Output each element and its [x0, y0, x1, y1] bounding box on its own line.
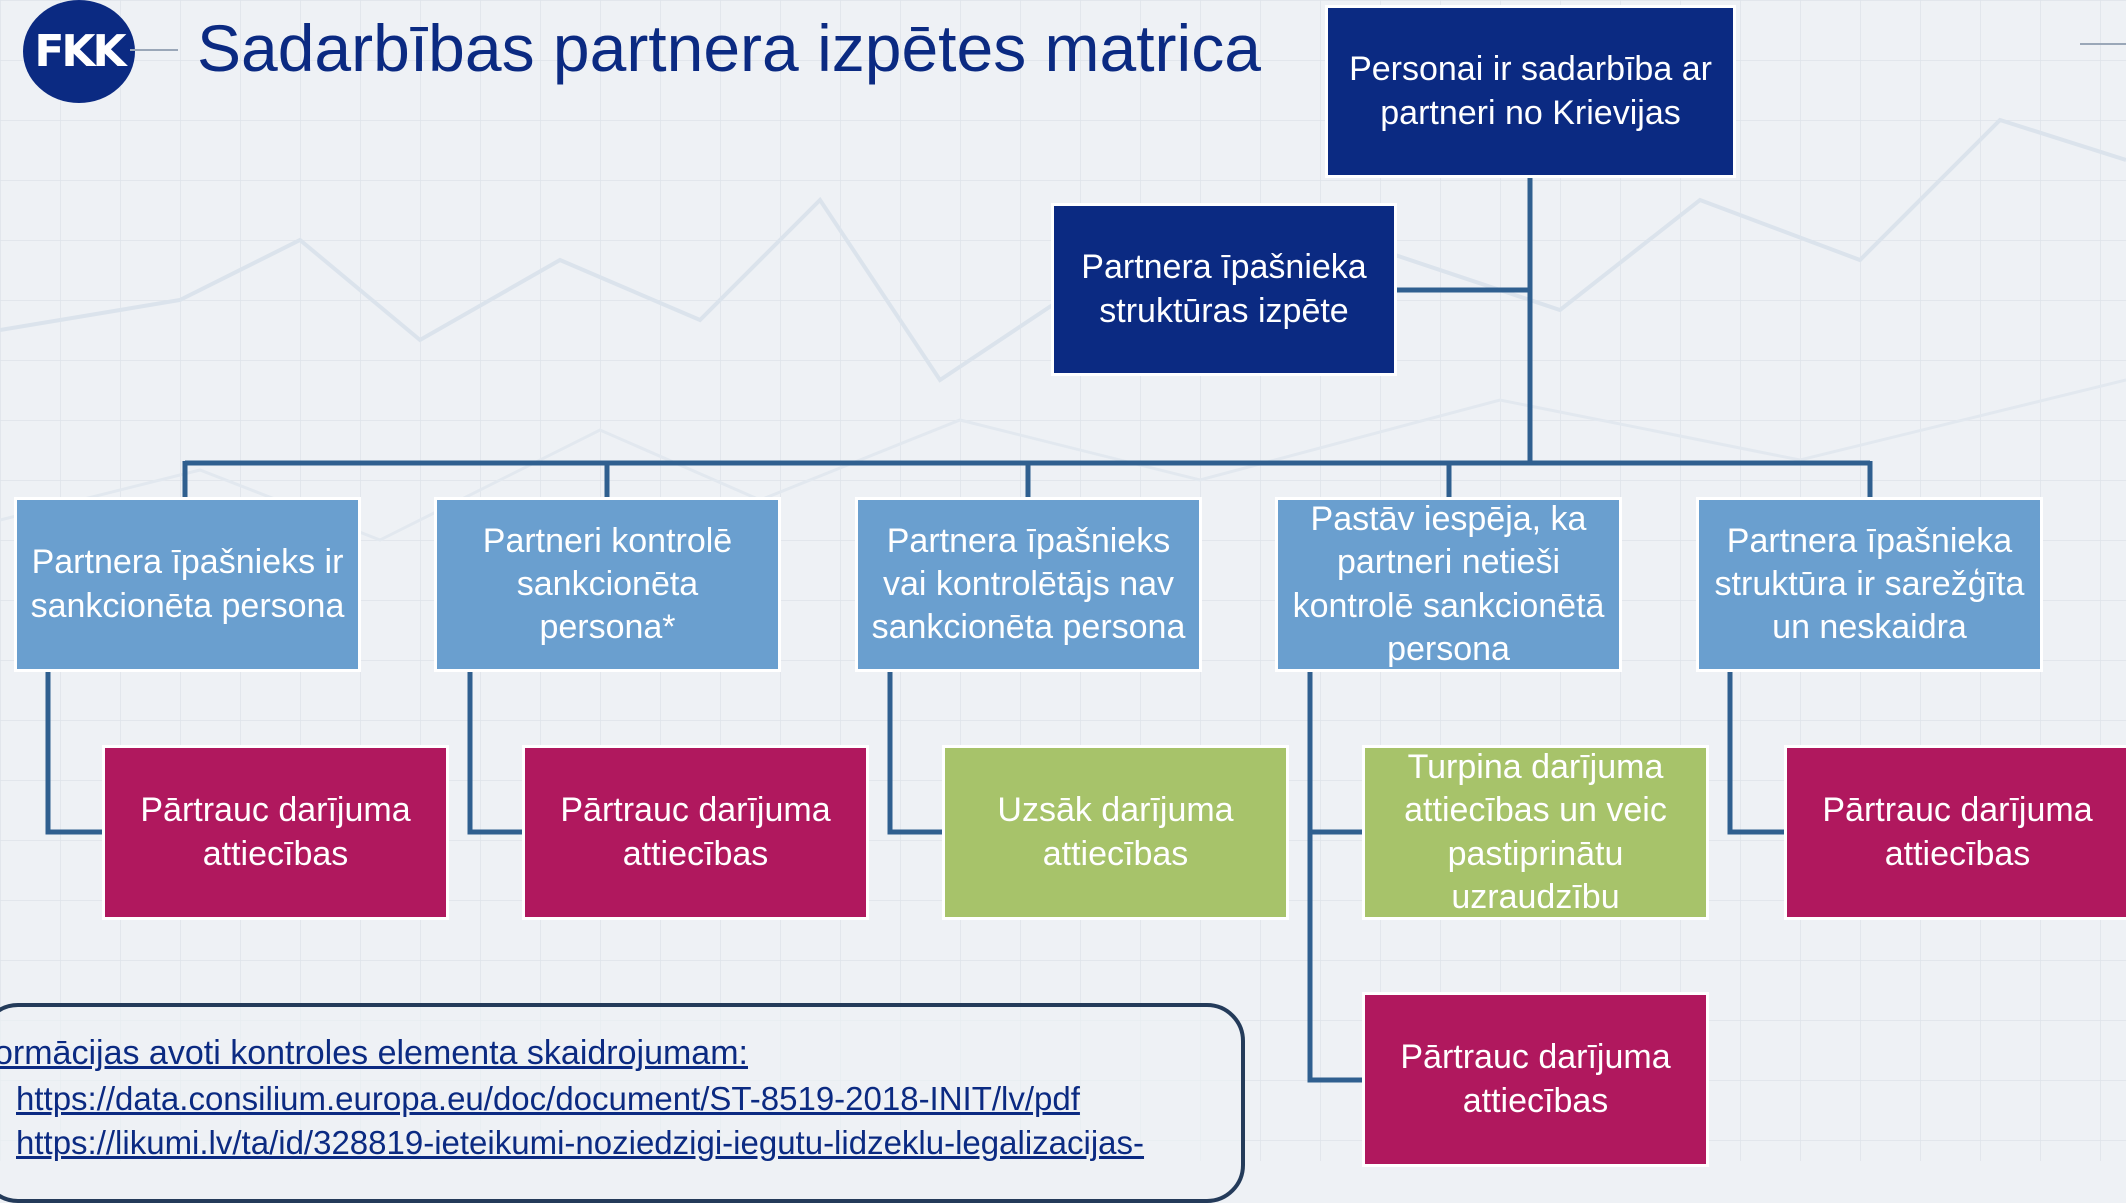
- outcome-terminate-1: Pārtrauc darījuma attiecības: [102, 745, 449, 920]
- case-not-sanctioned-label: Partnera īpašnieks vai kontrolētājs nav …: [871, 521, 1186, 647]
- sources-heading: ormācijas avoti kontroles elementa skaid…: [0, 1034, 748, 1072]
- outcome-start: Uzsāk darījuma attiecības: [942, 745, 1289, 920]
- root-node: Personai ir sadarbība ar partneri no Kri…: [1325, 5, 1736, 178]
- outcome-terminate-2: Pārtrauc darījuma attiecības: [522, 745, 869, 920]
- case-controlled-by-sanctioned-label: Partneri kontrolē sankcionēta persona*: [482, 521, 733, 647]
- case-indirect-control: Pastāv iespēja, ka partneri netieši kont…: [1275, 497, 1622, 672]
- source-link-likumi[interactable]: https://likumi.lv/ta/id/328819-ieteikumi…: [16, 1124, 1145, 1161]
- case-owner-sanctioned-label: Partnera īpašnieks ir sankcionēta person…: [30, 543, 345, 625]
- outcome-terminate-4: Pārtrauc darījuma attiecības: [1362, 992, 1709, 1167]
- connector-lines: [45, 178, 1873, 1083]
- root-node-label: Personai ir sadarbība ar partneri no Kri…: [1349, 50, 1712, 132]
- outcome-continue-monitor-label: Turpina darījuma attiecības un veic past…: [1404, 748, 1667, 916]
- outcome-terminate-5: Pārtrauc darījuma attiecības: [1784, 745, 2126, 920]
- outcome-start-label: Uzsāk darījuma attiecības: [997, 791, 1234, 873]
- ownership-study-label: Partnera īpašnieka struktūras izpēte: [1081, 248, 1367, 330]
- case-controlled-by-sanctioned: Partneri kontrolē sankcionēta persona*: [434, 497, 781, 672]
- source-link-consilium[interactable]: https://data.consilium.europa.eu/doc/doc…: [16, 1080, 1080, 1117]
- outcome-continue-monitor: Turpina darījuma attiecības un veic past…: [1362, 745, 1709, 920]
- logo-text: FKK: [34, 26, 126, 77]
- case-not-sanctioned: Partnera īpašnieks vai kontrolētājs nav …: [855, 497, 1202, 672]
- outcome-terminate-2-label: Pārtrauc darījuma attiecības: [560, 791, 831, 873]
- title-rule: [130, 43, 2126, 51]
- page-title: Sadarbības partnera izpētes matrica: [197, 11, 1261, 85]
- case-complex-structure: Partnera īpašnieka struktūra ir sarežģīt…: [1696, 497, 2043, 672]
- ownership-study-node: Partnera īpašnieka struktūras izpēte: [1051, 203, 1397, 376]
- outcome-terminate-1-label: Pārtrauc darījuma attiecības: [140, 791, 411, 873]
- case-indirect-control-label: Pastāv iespēja, ka partneri netieši kont…: [1292, 500, 1605, 668]
- outcome-terminate-4-label: Pārtrauc darījuma attiecības: [1400, 1038, 1671, 1120]
- outcome-terminate-5-label: Pārtrauc darījuma attiecības: [1822, 791, 2093, 873]
- case-owner-sanctioned: Partnera īpašnieks ir sankcionēta person…: [14, 497, 361, 672]
- case-complex-structure-label: Partnera īpašnieka struktūra ir sarežģīt…: [1714, 521, 2025, 647]
- fkk-logo: FKK: [23, 0, 135, 103]
